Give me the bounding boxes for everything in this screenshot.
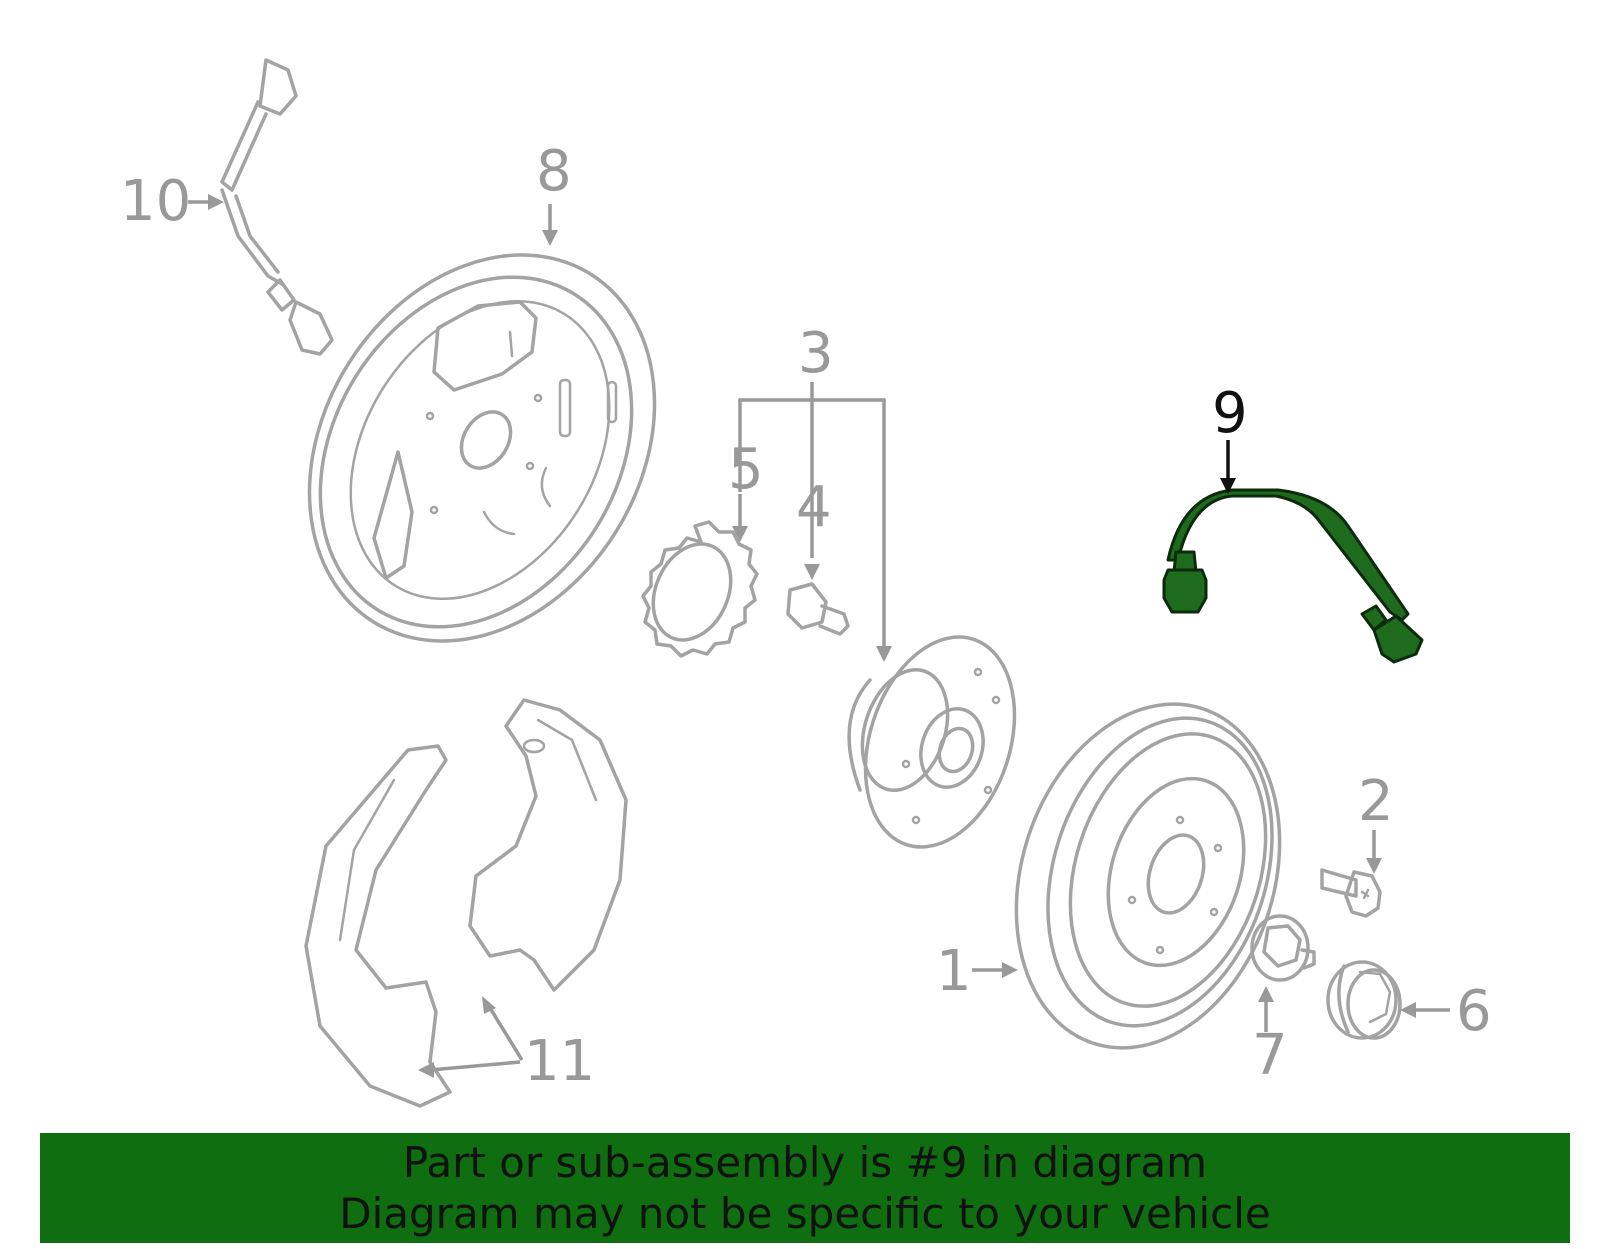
part-1-brake-drum[interactable] [974,670,1322,1083]
part-11-brake-shoes[interactable] [304,698,628,1108]
callout-1: 1 [936,939,972,1004]
part-8-backing-plate[interactable] [239,190,724,705]
callout-3-bracket [738,382,892,662]
banner-line-1: Part or sub-assembly is #9 in diagram [402,1138,1208,1187]
part-10-abs-sensor[interactable] [220,58,334,356]
callout-3: 3 [798,321,834,386]
part-4-wheel-stud[interactable] [786,582,850,636]
part-2-bolt[interactable] [1320,868,1382,918]
callout-5: 5 [728,437,764,502]
callout-10: 10 [120,169,191,234]
callout-11: 11 [524,1029,595,1094]
callout-7: 7 [1252,1023,1288,1088]
part-7-lug-nut[interactable] [1250,914,1316,982]
callout-9: 9 [1212,381,1248,446]
parts-diagram: 10 8 5 3 4 [120,58,1492,1108]
callout-8: 8 [536,139,572,204]
part-6-cap[interactable] [1326,960,1402,1040]
info-banner: Part or sub-assembly is #9 in diagram Di… [40,1133,1570,1243]
banner-line-2: Diagram may not be specific to your vehi… [339,1189,1271,1238]
part-3-hub[interactable] [840,618,1040,867]
part-5-tone-ring[interactable] [639,520,759,658]
callout-2: 2 [1358,769,1394,834]
callout-6: 6 [1456,979,1492,1044]
callout-4: 4 [796,475,832,540]
part-9-highlighted[interactable] [1162,488,1424,664]
